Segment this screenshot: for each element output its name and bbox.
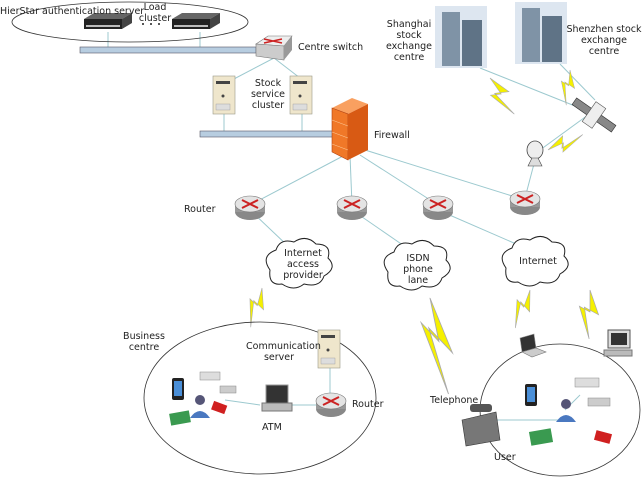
isdn-cloud [383,240,451,291]
phone-icon [172,378,184,400]
token-icon [199,371,221,381]
load-cluster-label: Load cluster [138,2,172,24]
internet-label: Internet [519,256,557,267]
telephone-icon [461,404,501,447]
wireless-link-icon [401,297,477,395]
user-label: User [494,452,516,463]
satellite-dish-icon [526,140,544,167]
isdn-label: ISDN phone lane [403,253,433,286]
shanghai-label: Shanghai stock exchange centre [385,19,433,63]
desktop-icon [603,329,633,357]
router-icon [509,190,541,216]
clouds [265,236,569,291]
shanghai-building-image [435,6,487,68]
isp-cloud [265,238,333,289]
stock-server-icon [289,75,313,115]
auth-server-label: HierStar authentication server [0,6,145,17]
atm-icon [261,384,293,412]
card-icon [169,410,191,426]
key-token-icon [219,385,237,394]
server-icon [172,13,220,29]
router-icon [336,195,368,221]
isp-label: Internet access provider [283,248,323,281]
server-bus [79,46,257,54]
router-label: Router [184,204,216,215]
token-icon [574,377,600,388]
card-icon [528,428,554,446]
business-centre-label: Business centre [123,331,165,353]
router-label: Router [352,399,384,410]
wireless-link-icon [566,289,614,340]
wireless-link-icon [547,123,584,162]
firewall-icon [331,98,368,161]
load-cluster-ellipse [11,1,249,43]
telephone-label: Telephone [430,395,479,406]
card-icon [211,400,228,415]
satellite-icon [571,97,617,133]
key-token-icon [587,397,611,407]
wireless-link-icon [480,77,524,115]
wireless-link-icon [506,289,539,329]
shenzhen-building-image [515,2,567,64]
network-links [107,32,596,421]
business-centre-ellipse [143,321,377,475]
comm-server-label: Communication server [246,341,321,363]
centre-switch-icon [255,35,293,61]
ellipsis-dots [142,23,160,25]
internet-cloud [501,236,569,287]
stock-server-icon [212,75,236,115]
atm-label: ATM [262,422,282,433]
user-icon [190,395,210,418]
cluster-bus [199,130,335,138]
shenzhen-label: Shenzhen stock exchange centre [566,24,642,57]
router-icon [315,392,347,418]
firewall-label: Firewall [374,130,410,141]
user-icon [556,399,576,422]
router-icon [422,195,454,221]
communication-server-icon [317,329,341,369]
stock-cluster-label: Stock service cluster [250,78,286,111]
wireless-link-icon [239,287,274,328]
centre-switch-label: Centre switch [298,42,364,53]
phone-icon [525,384,537,406]
card-icon [593,430,613,444]
router-icon [234,195,266,221]
